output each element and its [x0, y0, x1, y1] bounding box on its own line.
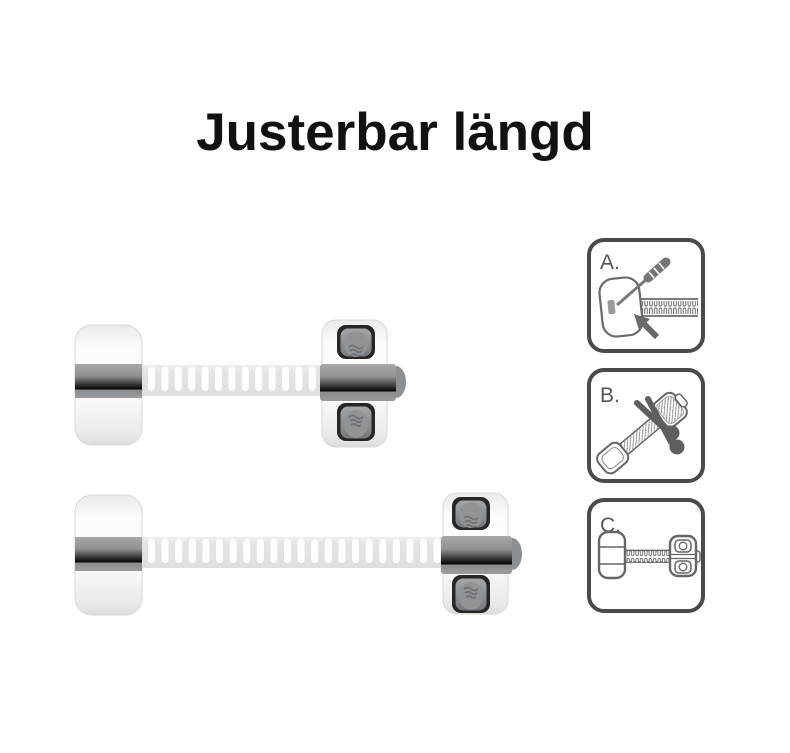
instruction-step-c: C. — [587, 498, 705, 613]
left-pad-band — [75, 537, 142, 571]
strap-slots — [148, 539, 441, 563]
step-label: A. — [600, 251, 620, 274]
buckle-band — [320, 364, 396, 401]
release-button-top — [452, 497, 490, 530]
left-pad — [74, 494, 143, 616]
product-image-short-lock — [74, 319, 406, 448]
arrow-icon — [634, 314, 660, 340]
product-image-long-lock — [74, 492, 522, 616]
instruction-step-b: B. — [587, 368, 705, 483]
pad-outline — [598, 276, 644, 338]
strap-ladder — [639, 298, 698, 317]
release-button-bottom — [337, 403, 375, 441]
instruction-step-a: A. — [587, 238, 705, 353]
scissors-cut-strap-diagram-icon: B. — [596, 384, 688, 475]
lock-outline — [596, 391, 688, 475]
grip-waves-icon — [348, 414, 364, 427]
release-button-bottom — [452, 575, 490, 613]
step-label: B. — [600, 384, 620, 407]
buckle — [441, 492, 522, 615]
grip-waves-icon — [348, 344, 364, 357]
grip-waves-icon — [463, 586, 479, 599]
strap-slots — [148, 367, 316, 391]
buckle — [320, 319, 406, 448]
scissors-icon — [634, 396, 685, 455]
grip-waves-icon — [463, 515, 479, 528]
screwdriver-icon — [616, 257, 671, 307]
buckle-band — [441, 536, 512, 574]
screwdriver-release-diagram-icon: A. — [598, 251, 698, 340]
lock-front-view — [597, 530, 701, 580]
release-button-top — [337, 325, 375, 359]
assembled-lock-diagram-icon: C. — [597, 514, 701, 580]
left-pad — [74, 324, 143, 446]
page-title: Justerbar längd — [196, 103, 594, 162]
left-pad-band — [75, 364, 142, 398]
